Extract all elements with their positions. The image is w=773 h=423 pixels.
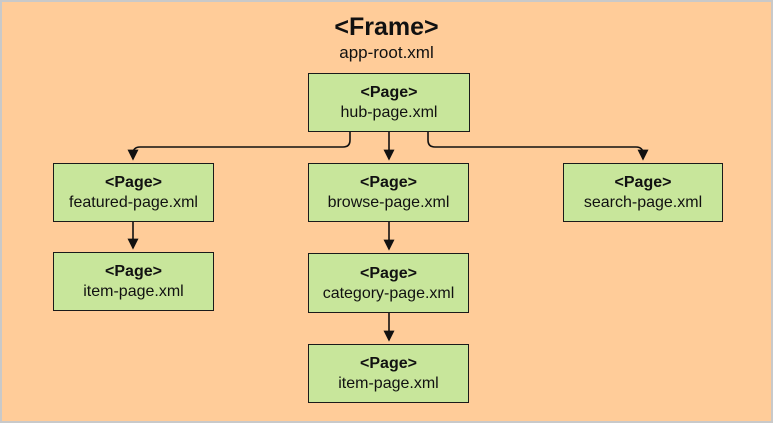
- node-file: featured-page.xml: [69, 194, 198, 211]
- edge-hub-to-featured: [127, 132, 351, 161]
- node-featured-page: <Page> featured-page.xml: [53, 163, 214, 222]
- node-tag: <Page>: [360, 264, 417, 282]
- node-file: item-page.xml: [83, 283, 184, 300]
- frame-header: <Frame> app-root.xml: [2, 13, 771, 63]
- node-category-page: <Page> category-page.xml: [308, 253, 469, 313]
- node-search-page: <Page> search-page.xml: [563, 163, 723, 222]
- node-file: browse-page.xml: [327, 194, 450, 211]
- node-hub-page: <Page> hub-page.xml: [308, 73, 470, 132]
- frame-title: <Frame>: [334, 13, 439, 41]
- node-browse-page: <Page> browse-page.xml: [308, 163, 469, 222]
- node-tag: <Page>: [360, 355, 417, 372]
- frame-subtitle: app-root.xml: [339, 43, 434, 62]
- node-tag: <Page>: [614, 174, 672, 191]
- node-file: search-page.xml: [583, 194, 703, 211]
- node-tag: <Page>: [105, 263, 162, 280]
- node-tag: <Page>: [360, 84, 418, 101]
- node-file: item-page.xml: [338, 375, 439, 392]
- node-item-page-left: <Page> item-page.xml: [53, 252, 214, 311]
- node-item-page-middle: <Page> item-page.xml: [308, 344, 469, 403]
- node-tag: <Page>: [360, 174, 417, 191]
- node-tag: <Page>: [105, 174, 162, 191]
- node-file: hub-page.xml: [340, 104, 438, 121]
- edge-hub-to-search: [427, 132, 649, 161]
- node-file: category-page.xml: [322, 284, 455, 302]
